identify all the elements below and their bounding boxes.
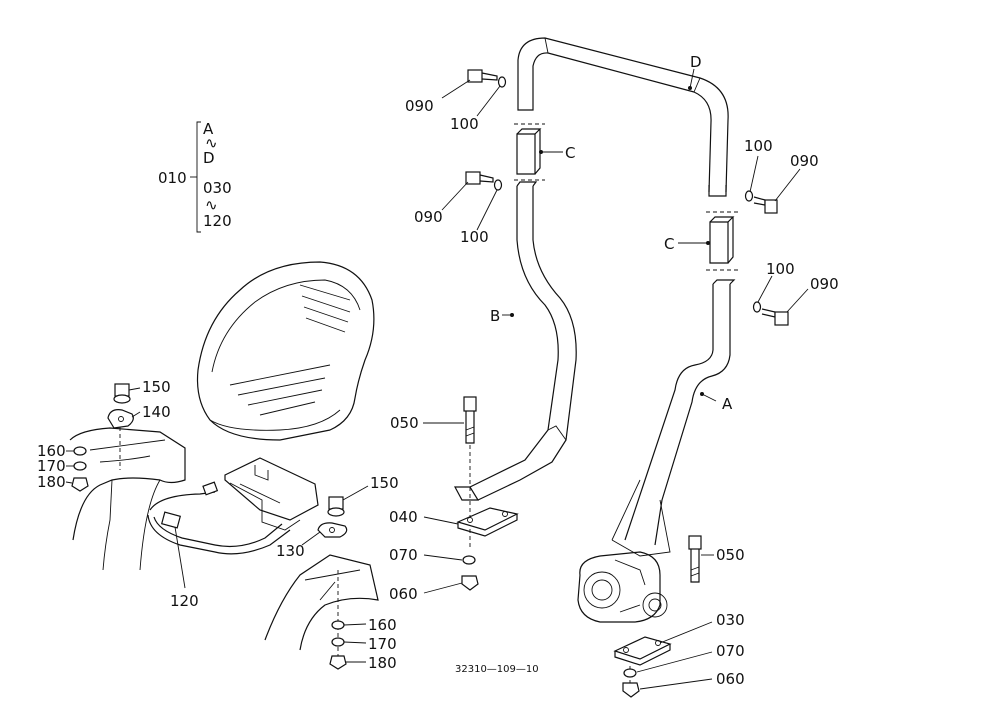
label-a: A (722, 395, 733, 413)
bolt-150-right (327, 496, 345, 517)
connector-c-right (706, 211, 738, 271)
part-labels: 090 100 C D 100 090 090 100 C 100 090 B … (37, 53, 839, 688)
label-040: 040 (389, 508, 418, 526)
label-070-b: 070 (716, 642, 745, 660)
bolt-050-left (463, 396, 477, 550)
nut-060-left (461, 575, 479, 591)
washer-070-left (462, 555, 476, 565)
label-050-b: 050 (716, 546, 745, 564)
label-150-a: 150 (142, 378, 171, 396)
label-090-a: 090 (405, 97, 434, 115)
label-160-a: 160 (37, 442, 66, 460)
label-050-a: 050 (390, 414, 419, 432)
label-140: 140 (142, 403, 171, 421)
seat-belt-120 (147, 481, 291, 555)
bolt-090-d (752, 301, 789, 326)
label-070-a: 070 (389, 546, 418, 564)
clip-140 (107, 409, 134, 429)
washer-070-right (623, 668, 637, 678)
bolt-090-a (467, 69, 507, 88)
connector-c-left (514, 123, 545, 181)
rops-post-a (611, 279, 736, 557)
label-120: 120 (170, 592, 199, 610)
label-170-a: 170 (37, 457, 66, 475)
bracket-line-030: 030 (203, 179, 232, 197)
bracket-tilde-2: ∿ (205, 196, 218, 214)
label-c-a: C (565, 144, 575, 162)
bracket-030 (613, 636, 672, 685)
reference-bracket: 010 A ∿ D 030 ∿ 120 (158, 120, 232, 233)
label-c-b: C (664, 235, 674, 253)
label-060-b: 060 (716, 670, 745, 688)
bracket-line-a: A (203, 120, 214, 138)
washers-160-180-left (71, 446, 89, 492)
label-170-b: 170 (368, 635, 397, 653)
label-100-d: 100 (766, 260, 795, 278)
nut-060-right (622, 682, 640, 698)
label-150-b: 150 (370, 474, 399, 492)
fender-right (264, 554, 379, 665)
label-100-b: 100 (744, 137, 773, 155)
label-b: B (490, 307, 500, 325)
clip-130 (317, 522, 348, 538)
bracket-line-d: D (203, 149, 215, 167)
washers-160-180-right (329, 620, 347, 670)
bracket-tilde-1: ∿ (205, 134, 218, 152)
label-100-a: 100 (450, 115, 479, 133)
seat (196, 261, 375, 441)
label-180-b: 180 (368, 654, 397, 672)
label-060-a: 060 (389, 585, 418, 603)
label-180-a: 180 (37, 473, 66, 491)
leader-lines (65, 68, 809, 690)
fender-left (69, 420, 186, 571)
bolt-050-right (688, 535, 702, 583)
rops-post-b (453, 181, 577, 501)
label-160-b: 160 (368, 616, 397, 634)
label-100-c: 100 (460, 228, 489, 246)
drawing-number: 32310—109—10 (455, 664, 539, 675)
label-010: 010 (158, 169, 187, 187)
label-090-c: 090 (414, 208, 443, 226)
seat-mount-bracket (224, 457, 319, 531)
bracket-line-120: 120 (203, 212, 232, 230)
bracket-040 (456, 507, 519, 537)
label-090-b: 090 (790, 152, 819, 170)
label-090-d: 090 (810, 275, 839, 293)
bolt-090-b (744, 190, 778, 214)
bolt-150-left (113, 383, 131, 404)
axle-housing (577, 551, 668, 623)
rops-upper-frame-d (517, 37, 729, 197)
bolt-090-c (465, 171, 503, 191)
label-d: D (690, 53, 702, 71)
label-130: 130 (276, 542, 305, 560)
label-030: 030 (716, 611, 745, 629)
